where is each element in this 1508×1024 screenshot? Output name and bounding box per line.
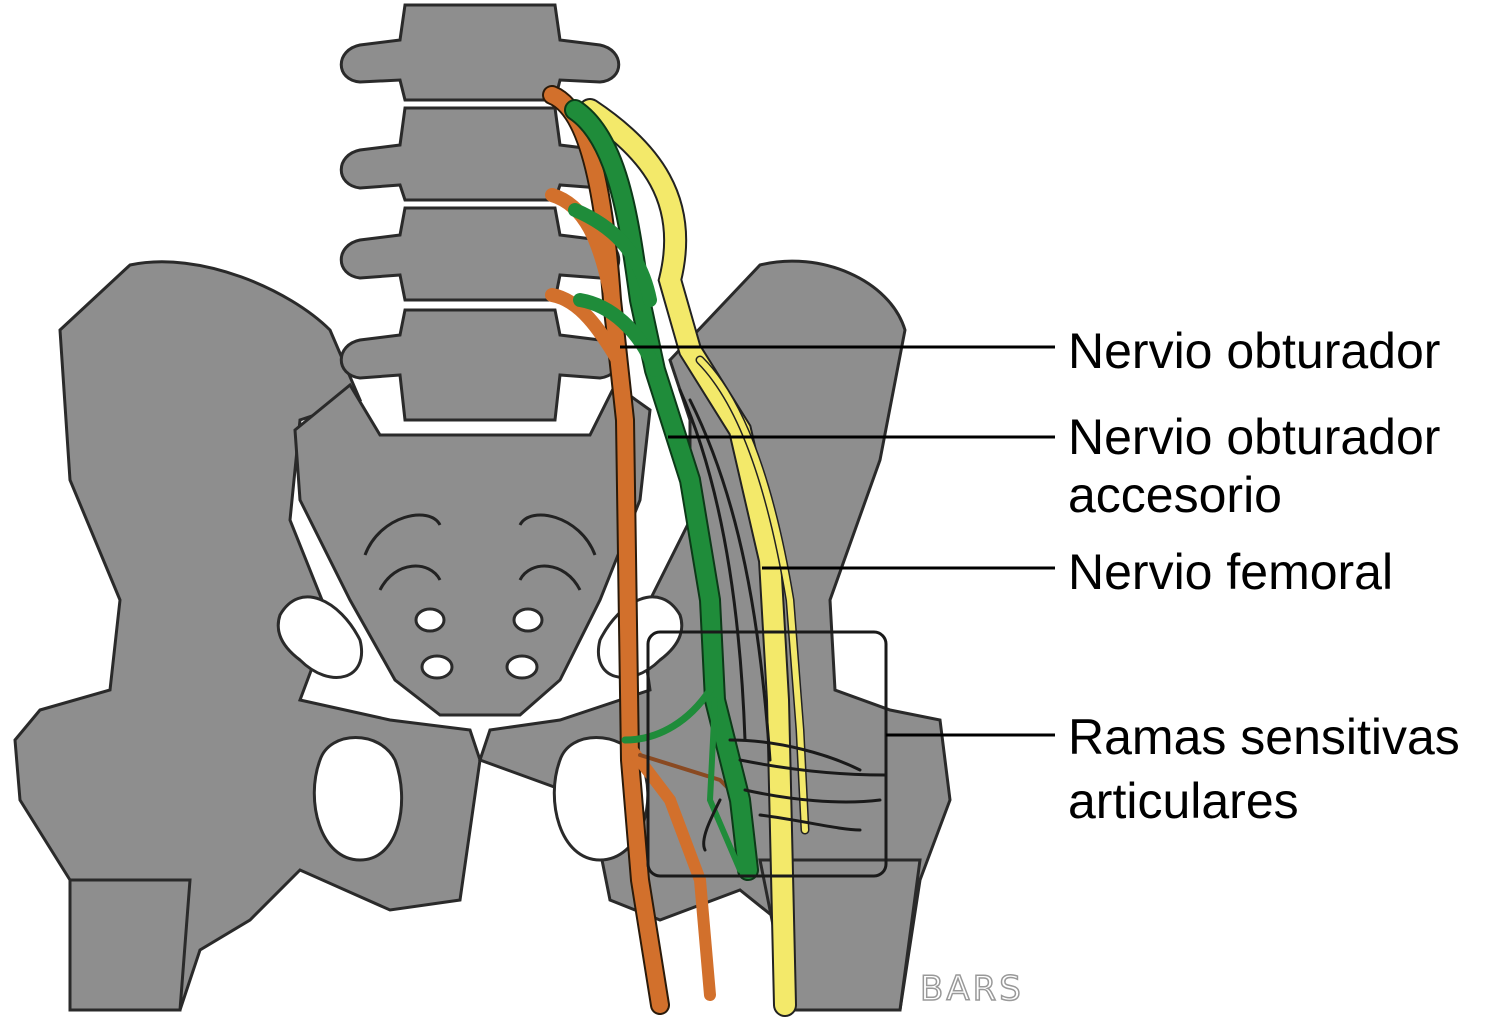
sacrum (293, 382, 652, 717)
nerves (542, 85, 887, 1017)
articular-branches (678, 388, 887, 852)
accessory-obturator-nerve (621, 686, 714, 744)
label-articular-branches-line2: articulares (1068, 773, 1299, 829)
articular-region-box (646, 630, 888, 878)
sacral-foramen (512, 607, 544, 633)
label-accessory-obturator-line2: accesorio (1068, 467, 1282, 523)
label-articular-branches-line1: Ramas sensitivas (1068, 709, 1460, 765)
vertebra-l5 (339, 308, 621, 422)
leader-lines (620, 345, 1055, 737)
label-femoral-nerve: Nervio femoral (1068, 544, 1394, 600)
articular-branch-orange (626, 744, 716, 1001)
sacral-foramen (505, 654, 539, 680)
left-sciatic-notch (276, 595, 363, 679)
label-obturator-nerve: Nervio obturador (1068, 323, 1441, 379)
vertebra-l2 (339, 3, 621, 102)
sacral-foramen (420, 654, 454, 680)
sacral-foramen (414, 607, 446, 633)
vertebra-l4 (339, 206, 621, 302)
left-obturator-foramen (312, 736, 403, 862)
label-accessory-obturator-line1: Nervio obturador (1068, 409, 1441, 465)
artist-signature: BARS (920, 969, 1024, 1009)
left-femur (68, 878, 192, 1012)
